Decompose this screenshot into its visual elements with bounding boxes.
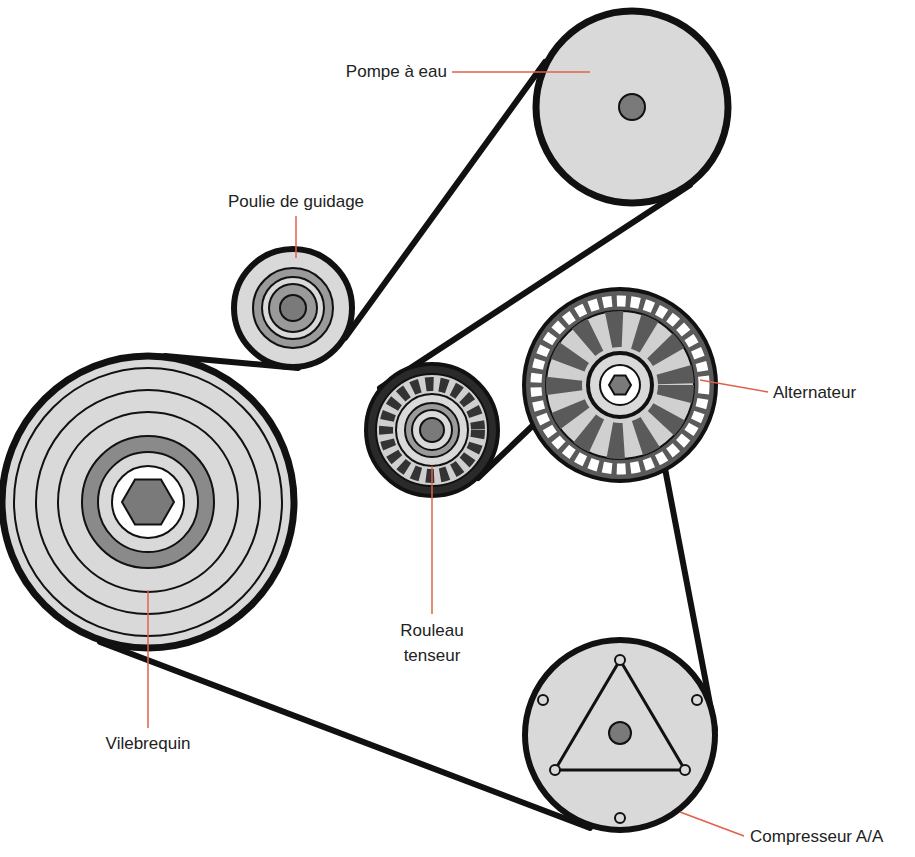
- pulley-ring: [112, 466, 184, 538]
- fan-blades: [564, 329, 676, 441]
- alternator-fan: [546, 311, 694, 459]
- part-label: Poulie de guidage: [228, 189, 364, 215]
- pulley-ring: [269, 284, 317, 332]
- leader-lines: [148, 72, 768, 836]
- pulley-rim: [525, 640, 715, 830]
- pulley-axle: [420, 418, 444, 442]
- rivet: [680, 765, 690, 775]
- pulley-ring: [98, 452, 198, 552]
- alternator-pulley: [524, 289, 716, 481]
- belt-run: [100, 642, 590, 828]
- pulley-groove: [58, 412, 238, 592]
- ac-compressor-pulley: [525, 640, 715, 830]
- part-label: Compresseur A/A: [750, 824, 883, 850]
- rivet: [550, 765, 560, 775]
- part-label: Alternateur: [773, 380, 856, 406]
- pulley-axle: [619, 94, 645, 120]
- pulley-axle: [280, 295, 306, 321]
- alternator-hub: [588, 353, 652, 417]
- hub-ring: [600, 365, 640, 405]
- pulley-ring: [82, 436, 214, 568]
- alternator-body: [524, 289, 716, 481]
- part-label: Pompe à eau: [346, 59, 447, 85]
- pulley-ring: [396, 394, 468, 466]
- cooling-holes: [536, 301, 704, 469]
- rivet: [692, 695, 702, 705]
- guide-pulley: [234, 249, 352, 367]
- rivet: [615, 813, 625, 823]
- leader-line: [452, 71, 590, 73]
- leader-line: [700, 380, 768, 392]
- pulley-axle: [609, 722, 631, 744]
- bearing-balls: [386, 384, 478, 476]
- pulley-rim: [234, 249, 352, 367]
- pulley-ring: [253, 268, 333, 348]
- part-label: Vilebrequin: [106, 731, 191, 757]
- pulley-ring: [262, 277, 324, 339]
- pulley-ring: [405, 403, 459, 457]
- leader-line: [431, 466, 433, 614]
- hex-nut: [609, 376, 631, 395]
- leader-line: [295, 216, 297, 258]
- rivet: [538, 695, 548, 705]
- pulley-groove: [36, 390, 260, 614]
- leader-line: [147, 590, 149, 728]
- part-label: Rouleau tenseur: [392, 618, 472, 669]
- clutch-plate: [555, 660, 685, 770]
- rivet: [615, 655, 625, 665]
- pulley-rim: [536, 11, 728, 203]
- pulley-ring: [412, 410, 452, 450]
- hex-bolt: [122, 480, 174, 525]
- water-pump-pulley: [536, 11, 728, 203]
- leader-line: [680, 812, 744, 836]
